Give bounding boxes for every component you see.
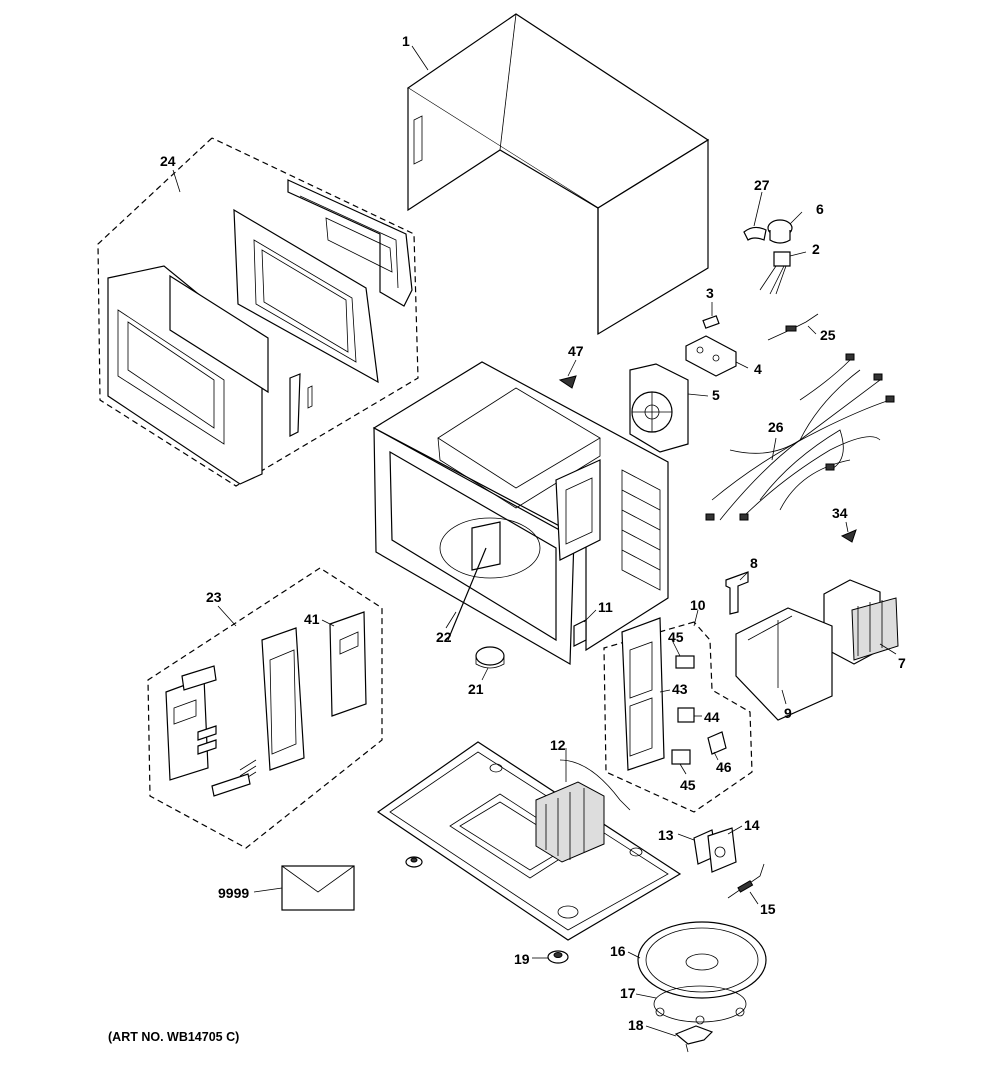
callout-27: 27 bbox=[754, 177, 770, 193]
callout-14: 14 bbox=[744, 817, 760, 833]
callout-7: 7 bbox=[898, 655, 906, 671]
part-34-clip bbox=[840, 529, 857, 543]
part-17-roller-ring bbox=[653, 985, 747, 1025]
callout-45-bottom: 45 bbox=[680, 777, 696, 793]
callout-1: 1 bbox=[402, 33, 410, 49]
callout-10: 10 bbox=[690, 597, 706, 613]
part-4-fuse-holder bbox=[685, 335, 737, 377]
part-1-outer-case bbox=[406, 13, 710, 336]
callout-5: 5 bbox=[712, 387, 720, 403]
part-7-magnetron bbox=[823, 579, 899, 665]
base-foot bbox=[405, 856, 423, 868]
callout-2: 2 bbox=[812, 241, 820, 257]
part-19-foot bbox=[547, 950, 569, 964]
part-22-stirrer bbox=[447, 547, 487, 641]
part-8-thermal-cutout bbox=[725, 571, 749, 615]
callout-9999: 9999 bbox=[218, 885, 249, 901]
part-24-door-assembly bbox=[97, 137, 419, 487]
callout-34: 34 bbox=[832, 505, 848, 521]
part-26-wire-harness bbox=[705, 353, 895, 521]
callout-21: 21 bbox=[468, 681, 484, 697]
leader-lines bbox=[172, 45, 897, 1037]
callout-9: 9 bbox=[784, 705, 792, 721]
part-2-switch bbox=[759, 251, 791, 295]
part-18-coupler bbox=[674, 1025, 714, 1053]
callout-17: 17 bbox=[620, 985, 636, 1001]
callout-4: 4 bbox=[754, 361, 762, 377]
callout-11: 11 bbox=[598, 599, 613, 615]
callout-25: 25 bbox=[820, 327, 836, 343]
art-number: (ART NO. WB14705 C) bbox=[108, 1030, 240, 1044]
callout-18: 18 bbox=[628, 1017, 644, 1033]
part-6-knob bbox=[767, 219, 793, 244]
part-47-clip bbox=[558, 375, 577, 389]
callout-8: 8 bbox=[750, 555, 758, 571]
callout-19: 19 bbox=[514, 951, 530, 967]
oven-cavity-chassis bbox=[372, 361, 669, 666]
part-25-cord bbox=[767, 313, 819, 341]
part-15-diode bbox=[727, 863, 765, 899]
callout-labels: 1 24 27 6 2 3 25 47 4 5 26 34 8 7 23 41 … bbox=[160, 33, 906, 1033]
part-27-clip bbox=[743, 226, 767, 241]
callout-23: 23 bbox=[206, 589, 222, 605]
callout-22: 22 bbox=[436, 629, 452, 645]
callout-26: 26 bbox=[768, 419, 784, 435]
callout-15: 15 bbox=[760, 901, 776, 917]
callout-13: 13 bbox=[658, 827, 674, 843]
callout-12: 12 bbox=[550, 737, 566, 753]
part-12-transformer bbox=[535, 759, 631, 863]
callout-3: 3 bbox=[706, 285, 714, 301]
callout-46: 46 bbox=[716, 759, 732, 775]
part-21-turntable-motor bbox=[475, 646, 505, 669]
callout-45-top: 45 bbox=[668, 629, 684, 645]
part-3-fuse bbox=[702, 315, 720, 329]
part-14-diode-bracket bbox=[707, 827, 737, 873]
callout-41: 41 bbox=[304, 611, 320, 627]
part-10-latch-assembly bbox=[603, 617, 753, 813]
callout-16: 16 bbox=[610, 943, 626, 959]
callout-44: 44 bbox=[704, 709, 720, 725]
part-5-fan-motor bbox=[629, 363, 689, 453]
callout-43: 43 bbox=[672, 681, 688, 697]
part-9-air-guide bbox=[735, 607, 833, 721]
part-23-control-panel-assembly bbox=[147, 567, 383, 849]
part-9999-envelope bbox=[281, 865, 355, 911]
part-16-glass-tray bbox=[637, 921, 767, 999]
base-plate bbox=[376, 741, 682, 941]
callout-24: 24 bbox=[160, 153, 176, 169]
callout-47: 47 bbox=[568, 343, 584, 359]
callout-6: 6 bbox=[816, 201, 824, 217]
